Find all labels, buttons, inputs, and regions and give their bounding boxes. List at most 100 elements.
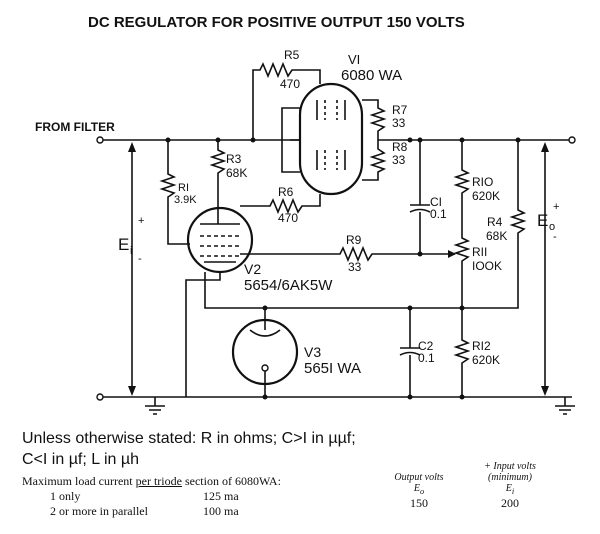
- input-header-text: + Input volts: [484, 461, 536, 472]
- r6-resistor: [240, 194, 321, 215]
- ei-arrow: [128, 142, 136, 396]
- ground-symbol-right: [555, 397, 575, 415]
- v2-ref: V2: [244, 261, 261, 277]
- notes-block: Unless otherwise stated: R in ohms; C>I …: [22, 428, 582, 470]
- ei-symbol: E: [118, 235, 129, 254]
- heading-underlined: per triode: [135, 474, 182, 488]
- output-symbol-sub: o: [419, 487, 425, 496]
- r11-value: IOOK: [472, 259, 502, 273]
- v1-tube: [298, 82, 364, 196]
- r11-wiper-arrow: [448, 250, 456, 258]
- node-output: [407, 137, 413, 143]
- node-r10: [459, 137, 465, 143]
- r5-value: 470: [280, 77, 300, 91]
- v1-ref: VI: [348, 52, 360, 67]
- input-symbol-sub: i: [511, 487, 515, 496]
- r12-ref: RI2: [472, 339, 491, 353]
- r11-ref: RII: [472, 245, 487, 259]
- r3-value: 68K: [226, 166, 247, 180]
- v2-tube: [186, 206, 254, 274]
- v2-cathode-wiring: [185, 272, 221, 397]
- c2-capacitor: [399, 308, 421, 397]
- output-header-text: Output volts: [394, 472, 444, 483]
- output-terminal-top: [568, 136, 576, 144]
- from-filter-label: FROM FILTER: [35, 120, 115, 134]
- r6-ref: R6: [278, 185, 294, 199]
- c1-ref: CI: [430, 195, 442, 209]
- output-symbol-e: E: [413, 483, 420, 494]
- r7-ref: R7: [392, 103, 408, 117]
- ground-symbol-left: [145, 397, 165, 415]
- v3-value: 565I WA: [304, 360, 361, 377]
- node-c1: [417, 137, 423, 143]
- eo-plus: +: [553, 201, 559, 213]
- v3-ref: V3: [304, 344, 321, 360]
- input-terminal-top: [96, 136, 104, 144]
- r9-resistor: [240, 245, 455, 263]
- node-divider: [459, 305, 465, 311]
- notes-line-1: Unless otherwise stated: R in ohms; C>I …: [22, 430, 356, 447]
- r8-value: 33: [392, 153, 406, 167]
- r12-value: 620K: [472, 353, 500, 367]
- load-row-1-label: 1 only: [50, 489, 81, 503]
- r7-resistor: [362, 99, 387, 140]
- load-row-2-value: 100 ma: [203, 504, 239, 518]
- r7-value: 33: [392, 116, 406, 130]
- r1-resistor: [159, 140, 190, 245]
- c2-value: 0.1: [418, 351, 435, 365]
- r3-resistor: [209, 140, 227, 206]
- v3-tube: [231, 308, 299, 397]
- r5-resistor: [252, 61, 321, 140]
- r6-value: 470: [278, 211, 298, 225]
- input-volts-header: + Input volts (minimum) Ei: [470, 461, 550, 497]
- node-r4: [515, 137, 521, 143]
- r9-ref: R9: [346, 233, 362, 247]
- c1-capacitor: [409, 140, 431, 254]
- load-row-2-label: 2 or more in parallel: [50, 504, 148, 518]
- eo-minus: -: [553, 231, 557, 243]
- notes-line-2: C<I in µf; L in µh: [22, 451, 140, 468]
- output-volts-value: 150: [410, 496, 428, 510]
- r10-ref: RIO: [472, 175, 493, 189]
- eo-symbol: E: [537, 211, 548, 230]
- r9-value: 33: [348, 260, 362, 274]
- node-r1: [165, 137, 171, 143]
- input-symbol-e: E: [505, 483, 512, 494]
- eo-subscript: o: [549, 221, 555, 233]
- heading-post: section of 6080WA:: [181, 474, 281, 488]
- r1-value: 3.9K: [174, 194, 197, 206]
- r3-ref: R3: [226, 152, 242, 166]
- c1-value: 0.1: [430, 207, 447, 221]
- node-v3-bottom: [262, 394, 268, 400]
- input-header-symbol: Ei: [470, 483, 550, 497]
- node-c2-bottom: [407, 394, 413, 400]
- eo-arrow: [541, 142, 549, 396]
- r8-resistor: [362, 140, 387, 181]
- node-r5: [250, 137, 256, 143]
- heading-pre: Maximum load current: [22, 474, 136, 488]
- v1-value: 6080 WA: [341, 67, 402, 84]
- r1-ref: RI: [178, 182, 189, 194]
- load-row-1-value: 125 ma: [203, 489, 239, 503]
- input-header-min: (minimum): [488, 472, 532, 483]
- ei-plus: +: [138, 215, 144, 227]
- input-terminal-bottom: [96, 393, 104, 401]
- ei-subscript: i: [130, 245, 132, 257]
- r4-value: 68K: [486, 229, 507, 243]
- r4-resistor: [204, 140, 527, 309]
- ei-minus: -: [138, 253, 142, 265]
- v2-value: 5654/6AK5W: [244, 277, 333, 294]
- divider-r10-r11-r12: [453, 140, 471, 397]
- output-header-symbol: Eo: [380, 483, 458, 497]
- load-current-heading: Maximum load current per triode section …: [22, 474, 281, 489]
- node-r3: [215, 137, 221, 143]
- r8-ref: R8: [392, 140, 408, 154]
- output-volts-header: Output volts Eo: [380, 472, 458, 497]
- v1-input-wiring: [281, 107, 301, 173]
- node-c1-bottom: [417, 251, 423, 257]
- input-volts-value: 200: [501, 496, 519, 510]
- r4-ref: R4: [487, 215, 503, 229]
- node-v3-top: [262, 305, 268, 311]
